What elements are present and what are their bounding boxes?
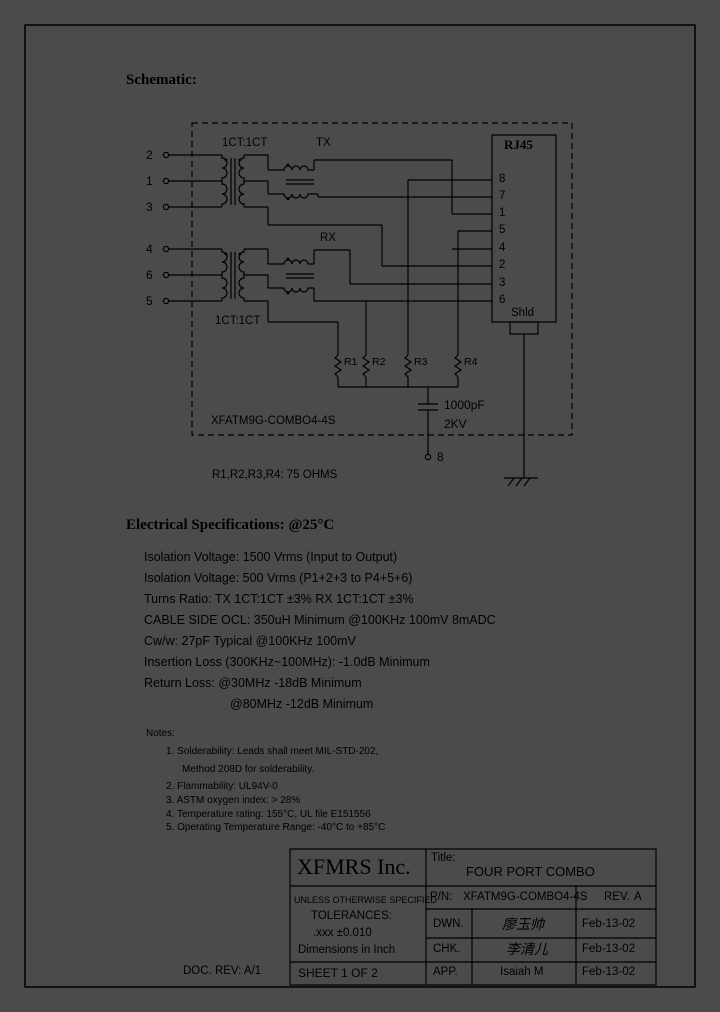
app-label: APP. bbox=[433, 966, 458, 978]
rj45-pin: 4 bbox=[499, 242, 506, 254]
pn-value: XFATM9G-COMBO4-4S bbox=[463, 891, 588, 903]
chk-date: Feb-13-02 bbox=[582, 943, 636, 955]
dwn-signature: 廖玉帅 bbox=[502, 917, 544, 933]
note-item: 4. Temperature rating: 155°C, UL file E1… bbox=[166, 809, 371, 820]
module-name: XFATM9G-COMBO4-4S bbox=[211, 415, 336, 427]
input-pin: 4 bbox=[146, 242, 153, 256]
dwn-label: DWN. bbox=[433, 918, 464, 930]
pn-label: P/N: bbox=[430, 891, 453, 903]
rev-value: A bbox=[634, 891, 642, 903]
spec-line: Isolation Voltage: 500 Vrms (P1+2+3 to P… bbox=[144, 571, 413, 585]
rj45-pin: 6 bbox=[499, 294, 506, 306]
chk-signature: 李清儿 bbox=[506, 942, 548, 958]
resistor-note: R1,R2,R3,R4: 75 OHMS bbox=[212, 469, 338, 481]
transformer-bottom-ratio: 1CT:1CT bbox=[215, 315, 261, 327]
spec-line: @80MHz -12dB Minimum bbox=[230, 697, 374, 711]
tx-label: TX bbox=[316, 137, 331, 149]
sheet-label: SHEET 1 OF 2 bbox=[298, 966, 378, 980]
app-name: Isaiah M bbox=[500, 966, 544, 978]
spec-line: Isolation Voltage: 1500 Vrms (Input to O… bbox=[144, 550, 398, 564]
chk-label: CHK. bbox=[433, 943, 461, 955]
input-pin: 5 bbox=[146, 294, 153, 308]
input-pin: 1 bbox=[146, 174, 153, 188]
doc-revision: DOC. REV: A/1 bbox=[183, 965, 262, 977]
dimensions-note: Dimensions in Inch bbox=[298, 944, 396, 956]
note-item: 3. ASTM oxygen index: > 28% bbox=[166, 795, 301, 806]
spec-line: CABLE SIDE OCL: 350uH Minimum @100KHz 10… bbox=[144, 613, 496, 627]
input-pin: 6 bbox=[146, 268, 153, 282]
spec-line: Turns Ratio: TX 1CT:1CT ±3% RX 1CT:1CT ±… bbox=[144, 592, 414, 606]
note-item: Method 208D for solderability. bbox=[182, 764, 315, 775]
rj45-pin: 2 bbox=[499, 259, 506, 271]
rx-label: RX bbox=[320, 232, 336, 244]
app-date: Feb-13-02 bbox=[582, 966, 636, 978]
title-label: Title: bbox=[431, 852, 456, 864]
transformer-dots bbox=[224, 158, 290, 295]
spec-line: Return Loss: @30MHz -18dB Minimum bbox=[144, 676, 362, 690]
note-item: 5. Operating Temperature Range: -40°C to… bbox=[166, 822, 386, 833]
unless-specified: UNLESS OTHERWISE SPECIFIED bbox=[294, 895, 437, 905]
tolerance-value: .xxx ±0.010 bbox=[313, 927, 372, 939]
schematic-heading: Schematic: bbox=[126, 72, 197, 88]
input-pin: 2 bbox=[146, 148, 153, 162]
dwn-date: Feb-13-02 bbox=[582, 918, 636, 930]
ground-pin: 8 bbox=[437, 450, 444, 464]
input-pin: 3 bbox=[146, 200, 153, 214]
rj45-pin: 7 bbox=[499, 190, 506, 202]
capacitor-value: 1000pF bbox=[444, 398, 485, 412]
schematic-wiring bbox=[162, 134, 557, 487]
shield-label: Shld bbox=[511, 307, 535, 319]
module-outline bbox=[191, 122, 573, 436]
rev-label: REV. bbox=[604, 891, 630, 903]
note-item: 1. Solderability: Leads shall meet MIL-S… bbox=[166, 746, 379, 757]
page-border bbox=[24, 24, 696, 988]
rj45-pin: 3 bbox=[499, 277, 506, 289]
transformer-top-ratio: 1CT:1CT bbox=[222, 137, 268, 149]
rj45-pin: 5 bbox=[499, 224, 506, 236]
title-value: FOUR PORT COMBO bbox=[466, 864, 595, 879]
resistor-label: R1 bbox=[344, 356, 358, 368]
capacitor-voltage: 2KV bbox=[444, 417, 467, 431]
resistor-label: R3 bbox=[414, 356, 428, 368]
resistor-label: R2 bbox=[372, 356, 386, 368]
rj45-pin: 8 bbox=[499, 173, 506, 185]
notes-heading: Notes: bbox=[146, 728, 175, 739]
tolerances-label: TOLERANCES: bbox=[311, 910, 392, 922]
connector-title: RJ45 bbox=[504, 137, 533, 152]
title-block-grid bbox=[289, 848, 657, 986]
rj45-pin: 1 bbox=[499, 207, 506, 219]
electrical-heading: Electrical Specifications: @25°C bbox=[126, 517, 335, 533]
resistor-label: R4 bbox=[464, 356, 478, 368]
spec-line: Insertion Loss (300KHz~100MHz): -1.0dB M… bbox=[144, 655, 430, 669]
company-name: XFMRS Inc. bbox=[297, 854, 411, 879]
note-item: 2. Flammability: UL94V-0 bbox=[166, 781, 278, 792]
spec-line: Cw/w: 27pF Typical @100KHz 100mV bbox=[144, 634, 356, 648]
